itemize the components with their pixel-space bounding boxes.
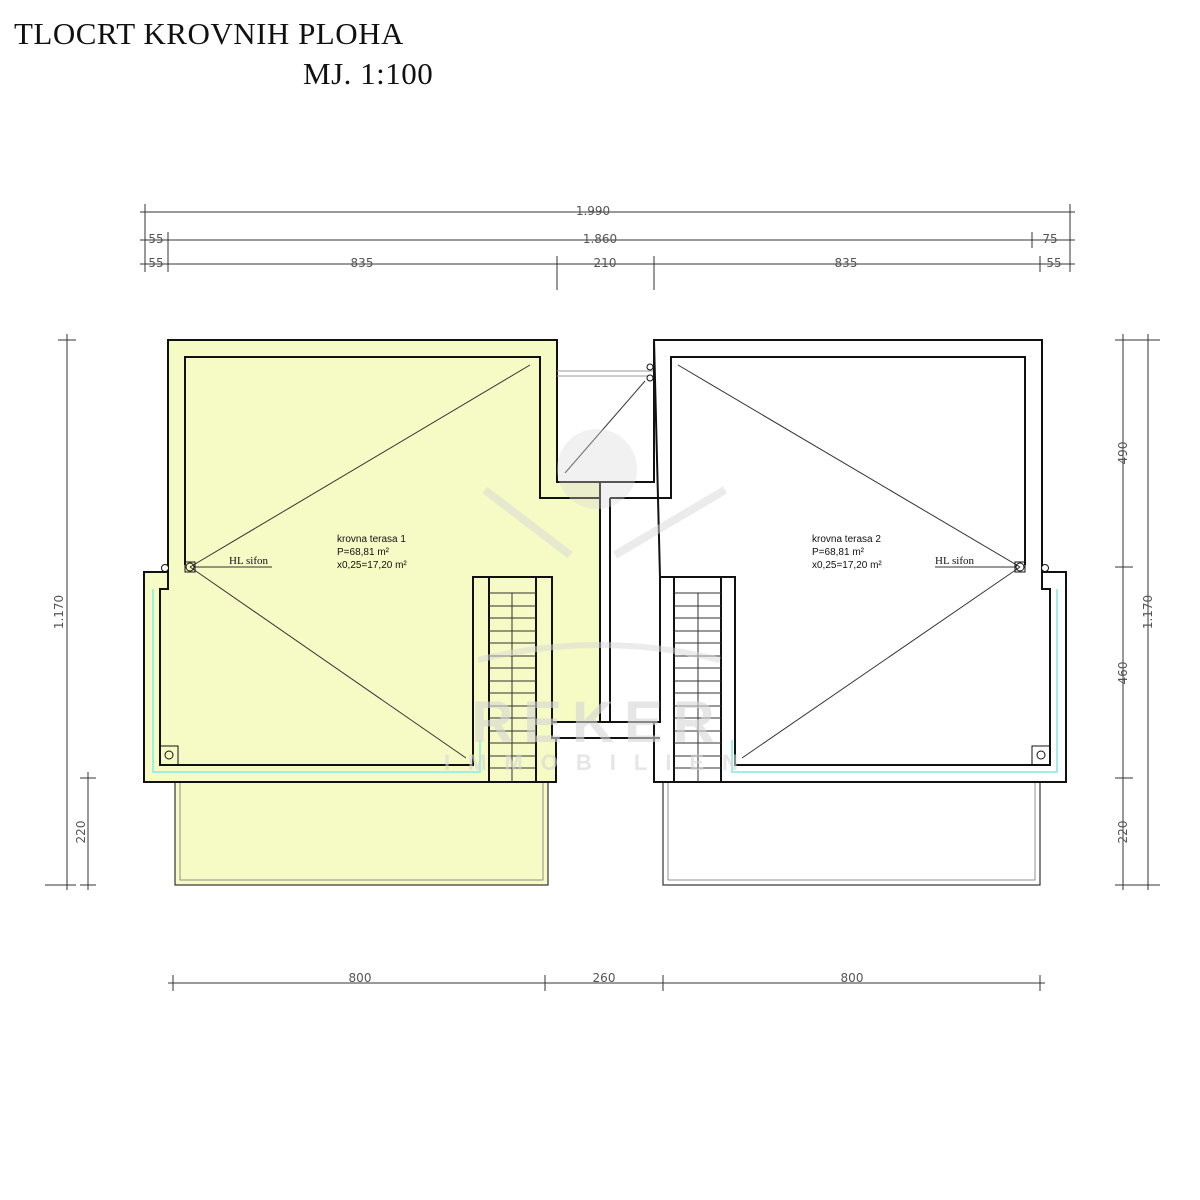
balcony-1: [174, 781, 549, 886]
dim-label: 220: [1116, 821, 1130, 844]
drain-icon: [185, 562, 195, 572]
dim-label: 460: [1116, 662, 1130, 685]
dim-label: 260: [593, 971, 616, 985]
middle-section: [552, 363, 660, 739]
roof-terrace-2: [557, 339, 1067, 886]
dim-label: 800: [349, 971, 372, 985]
terrace-reduced-area: x0,25=17,20 m²: [337, 560, 407, 571]
balcony-2: [662, 781, 1041, 886]
dim-label: 55: [148, 232, 163, 246]
downpipe-icon: [1036, 750, 1046, 760]
right-dimensions: [1115, 334, 1160, 890]
terrace-area: P=68,81 m²: [812, 547, 865, 558]
dim-label: 220: [74, 821, 88, 844]
terrace-name: krovna terasa 2: [812, 534, 881, 545]
stairs-1: [489, 592, 536, 769]
downpipe-icon: [164, 750, 174, 760]
dim-label: 490: [1116, 442, 1130, 465]
left-dimensions: [45, 334, 96, 890]
bottom-dimensions: [168, 975, 1045, 991]
svg-text:REKER: REKER: [471, 690, 724, 755]
downpipe-icon: [161, 564, 169, 572]
top-dimensions: [140, 204, 1075, 290]
drain-label: HL sifon: [229, 555, 269, 567]
drain-icon: [1015, 562, 1025, 572]
dim-label: 1.170: [1141, 595, 1155, 629]
terrace-reduced-area: x0,25=17,20 m²: [812, 560, 882, 571]
drawing-title: TLOCRT KROVNIH PLOHA: [14, 16, 404, 51]
drain-label: HL sifon: [935, 555, 975, 567]
stairs-2: [674, 592, 721, 769]
dim-label: 75: [1042, 232, 1057, 246]
dim-label: 1.170: [52, 595, 66, 629]
dim-label: 210: [594, 256, 617, 270]
terrace-name: krovna terasa 1: [337, 534, 406, 545]
dim-label: 55: [1046, 256, 1061, 270]
terrace-area: P=68,81 m²: [337, 547, 390, 558]
drawing-scale: MJ. 1:100: [303, 56, 434, 91]
svg-text:IMMOBILIEN: IMMOBILIEN: [444, 750, 756, 775]
dim-label: 800: [841, 971, 864, 985]
dim-total-width: 1.990: [576, 204, 610, 218]
dim-label: 835: [351, 256, 374, 270]
downpipe-icon: [1041, 564, 1049, 572]
dim-label: 835: [835, 256, 858, 270]
dim-label: 1.860: [583, 232, 617, 246]
watermark-logo: REKER IMMOBILIEN: [444, 429, 756, 775]
dim-label: 55: [148, 256, 163, 270]
roof-terrace-1: [143, 339, 601, 886]
